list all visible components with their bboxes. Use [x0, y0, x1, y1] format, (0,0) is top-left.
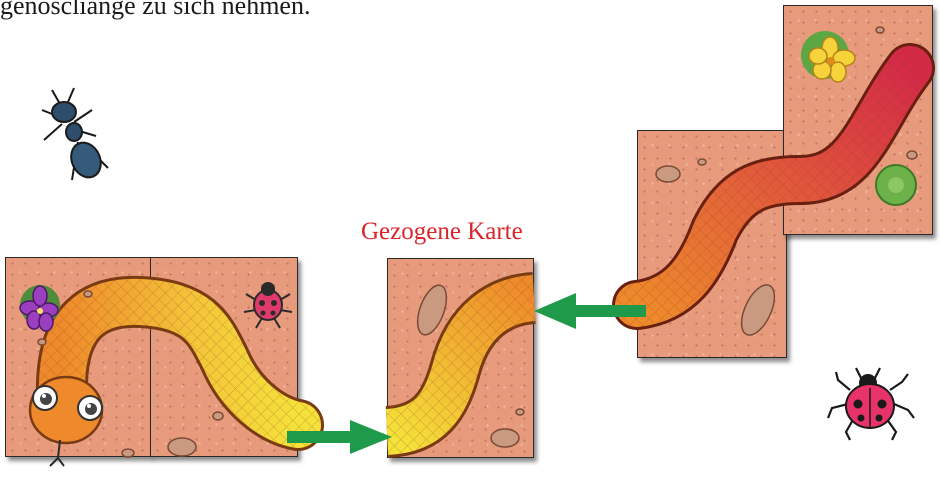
- snake-drawn-card: [387, 298, 534, 432]
- pebbles: [38, 27, 917, 457]
- snake-right: [637, 68, 910, 305]
- ladybug-icon: [828, 368, 914, 440]
- ladybug-icon: [244, 282, 292, 328]
- flower-icon: [801, 31, 855, 82]
- flower-icon: [876, 165, 916, 205]
- snake-head: [30, 377, 102, 466]
- ant-icon: [42, 88, 108, 182]
